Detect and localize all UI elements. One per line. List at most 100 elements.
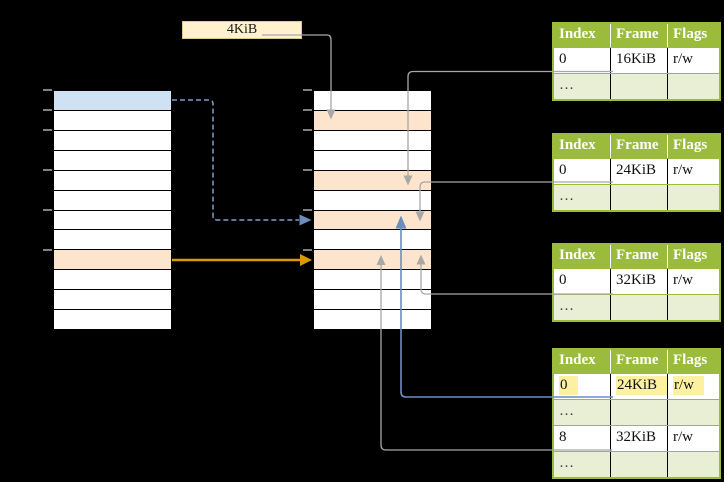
physical-frame-row-5 (314, 190, 431, 211)
tick-mark (303, 109, 312, 111)
virtual-page-row-11 (54, 310, 171, 330)
cell-index: 0 (554, 374, 610, 399)
table-row: 0 16KiB r/w (554, 47, 719, 73)
physical-frame-row-1 (314, 110, 431, 131)
cell-flags (667, 400, 718, 425)
tick-mark (303, 209, 312, 211)
physical-frame-row-9 (314, 270, 431, 291)
header-flags: Flags (667, 135, 718, 158)
table-header-row: Index Frame Flags (554, 245, 719, 268)
cell-index: … (559, 298, 574, 314)
cell-index: 0 (559, 162, 567, 178)
table-row-ellipsis: … (554, 73, 719, 99)
table-row: 8 32KiB r/w (554, 425, 719, 451)
virtual-memory-column (53, 90, 172, 330)
header-frame: Frame (610, 24, 667, 47)
tick-mark (43, 249, 52, 251)
cell-frame: 24KiB (610, 159, 667, 184)
cell-frame (610, 452, 667, 477)
cell-frame: 24KiB (610, 374, 667, 399)
virtual-page-row-6 (54, 210, 171, 231)
table-row-ellipsis: … (554, 294, 719, 320)
physical-memory-column (313, 90, 432, 330)
tick-mark (43, 169, 52, 171)
table-header-row: Index Frame Flags (554, 350, 719, 373)
cell-frame (610, 295, 667, 320)
header-index: Index (559, 352, 596, 368)
virtual-page-row-8 (54, 250, 171, 271)
table-header-row: Index Frame Flags (554, 135, 719, 158)
virtual-page-row-10 (54, 290, 171, 311)
page-table-16kib: Index Frame Flags 0 16KiB r/w … (552, 22, 721, 101)
page-table-32kib: Index Frame Flags 0 32KiB r/w … (552, 243, 721, 322)
header-flags: Flags (667, 24, 718, 47)
cell-index: … (559, 188, 574, 204)
header-index: Index (559, 26, 596, 42)
cell-index: 0 (559, 272, 567, 288)
header-frame: Frame (610, 245, 667, 268)
cell-flags: r/w (667, 159, 718, 184)
physical-frame-row-4 (314, 170, 431, 191)
cell-flags: r/w (667, 269, 718, 294)
header-frame: Frame (610, 350, 667, 373)
cell-frame: 16KiB (610, 48, 667, 73)
tick-mark (303, 169, 312, 171)
physical-frame-row-3 (314, 150, 431, 171)
physical-frame-row-0 (314, 91, 431, 111)
tick-mark (303, 249, 312, 251)
header-flags: Flags (667, 350, 718, 373)
arrowhead-right-icon (300, 254, 312, 266)
physical-frame-row-11 (314, 310, 431, 330)
table-row-ellipsis: … (554, 184, 719, 210)
cell-frame (610, 74, 667, 99)
cell-index: 0 (559, 51, 567, 67)
tick-mark (43, 109, 52, 111)
cell-index: 8 (559, 429, 567, 445)
page-table-24kib: Index Frame Flags 0 24KiB r/w … (552, 133, 721, 212)
cell-flags (667, 185, 718, 210)
virtual-page-row-0 (54, 91, 171, 111)
header-flags: Flags (667, 245, 718, 268)
virtual-page-row-2 (54, 130, 171, 151)
table-row-ellipsis: … (554, 399, 719, 425)
physical-frame-row-10 (314, 290, 431, 311)
table-row-highlighted: 0 24KiB r/w (554, 373, 719, 399)
cell-frame: 32KiB (610, 426, 667, 451)
connector-virtual0-to-frame6-dashed (172, 99, 299, 221)
tick-mark (303, 89, 312, 91)
table-row-ellipsis: … (554, 451, 719, 477)
cell-flags (667, 295, 718, 320)
virtual-page-row-1 (54, 110, 171, 131)
cell-flags: r/w (667, 426, 718, 451)
tick-mark (43, 209, 52, 211)
tick-mark (43, 129, 52, 131)
cell-index: … (559, 455, 574, 471)
cell-index: … (559, 403, 574, 419)
table-row: 0 32KiB r/w (554, 268, 719, 294)
table-row: 0 24KiB r/w (554, 158, 719, 184)
virtual-page-row-5 (54, 190, 171, 211)
cell-frame (610, 400, 667, 425)
header-frame: Frame (610, 135, 667, 158)
page-size-label: 4KiB (182, 21, 302, 39)
virtual-page-row-7 (54, 230, 171, 251)
header-index: Index (559, 247, 596, 263)
tick-mark (43, 89, 52, 91)
arrowhead-right-icon (299, 214, 312, 226)
cell-frame: 32KiB (610, 269, 667, 294)
physical-frame-row-6 (314, 210, 431, 231)
tick-mark (303, 129, 312, 131)
cell-flags (667, 452, 718, 477)
cell-flags: r/w (667, 48, 718, 73)
cell-flags: r/w (667, 374, 718, 399)
physical-frame-row-8 (314, 250, 431, 271)
physical-frame-row-7 (314, 230, 431, 251)
highlight: r/w (673, 376, 704, 395)
cell-flags (667, 74, 718, 99)
highlight: 24KiB (616, 376, 667, 395)
virtual-page-row-3 (54, 150, 171, 171)
page-table-level2: Index Frame Flags 0 24KiB r/w … 8 32KiB … (552, 348, 721, 479)
virtual-page-row-4 (54, 170, 171, 191)
table-header-row: Index Frame Flags (554, 24, 719, 47)
